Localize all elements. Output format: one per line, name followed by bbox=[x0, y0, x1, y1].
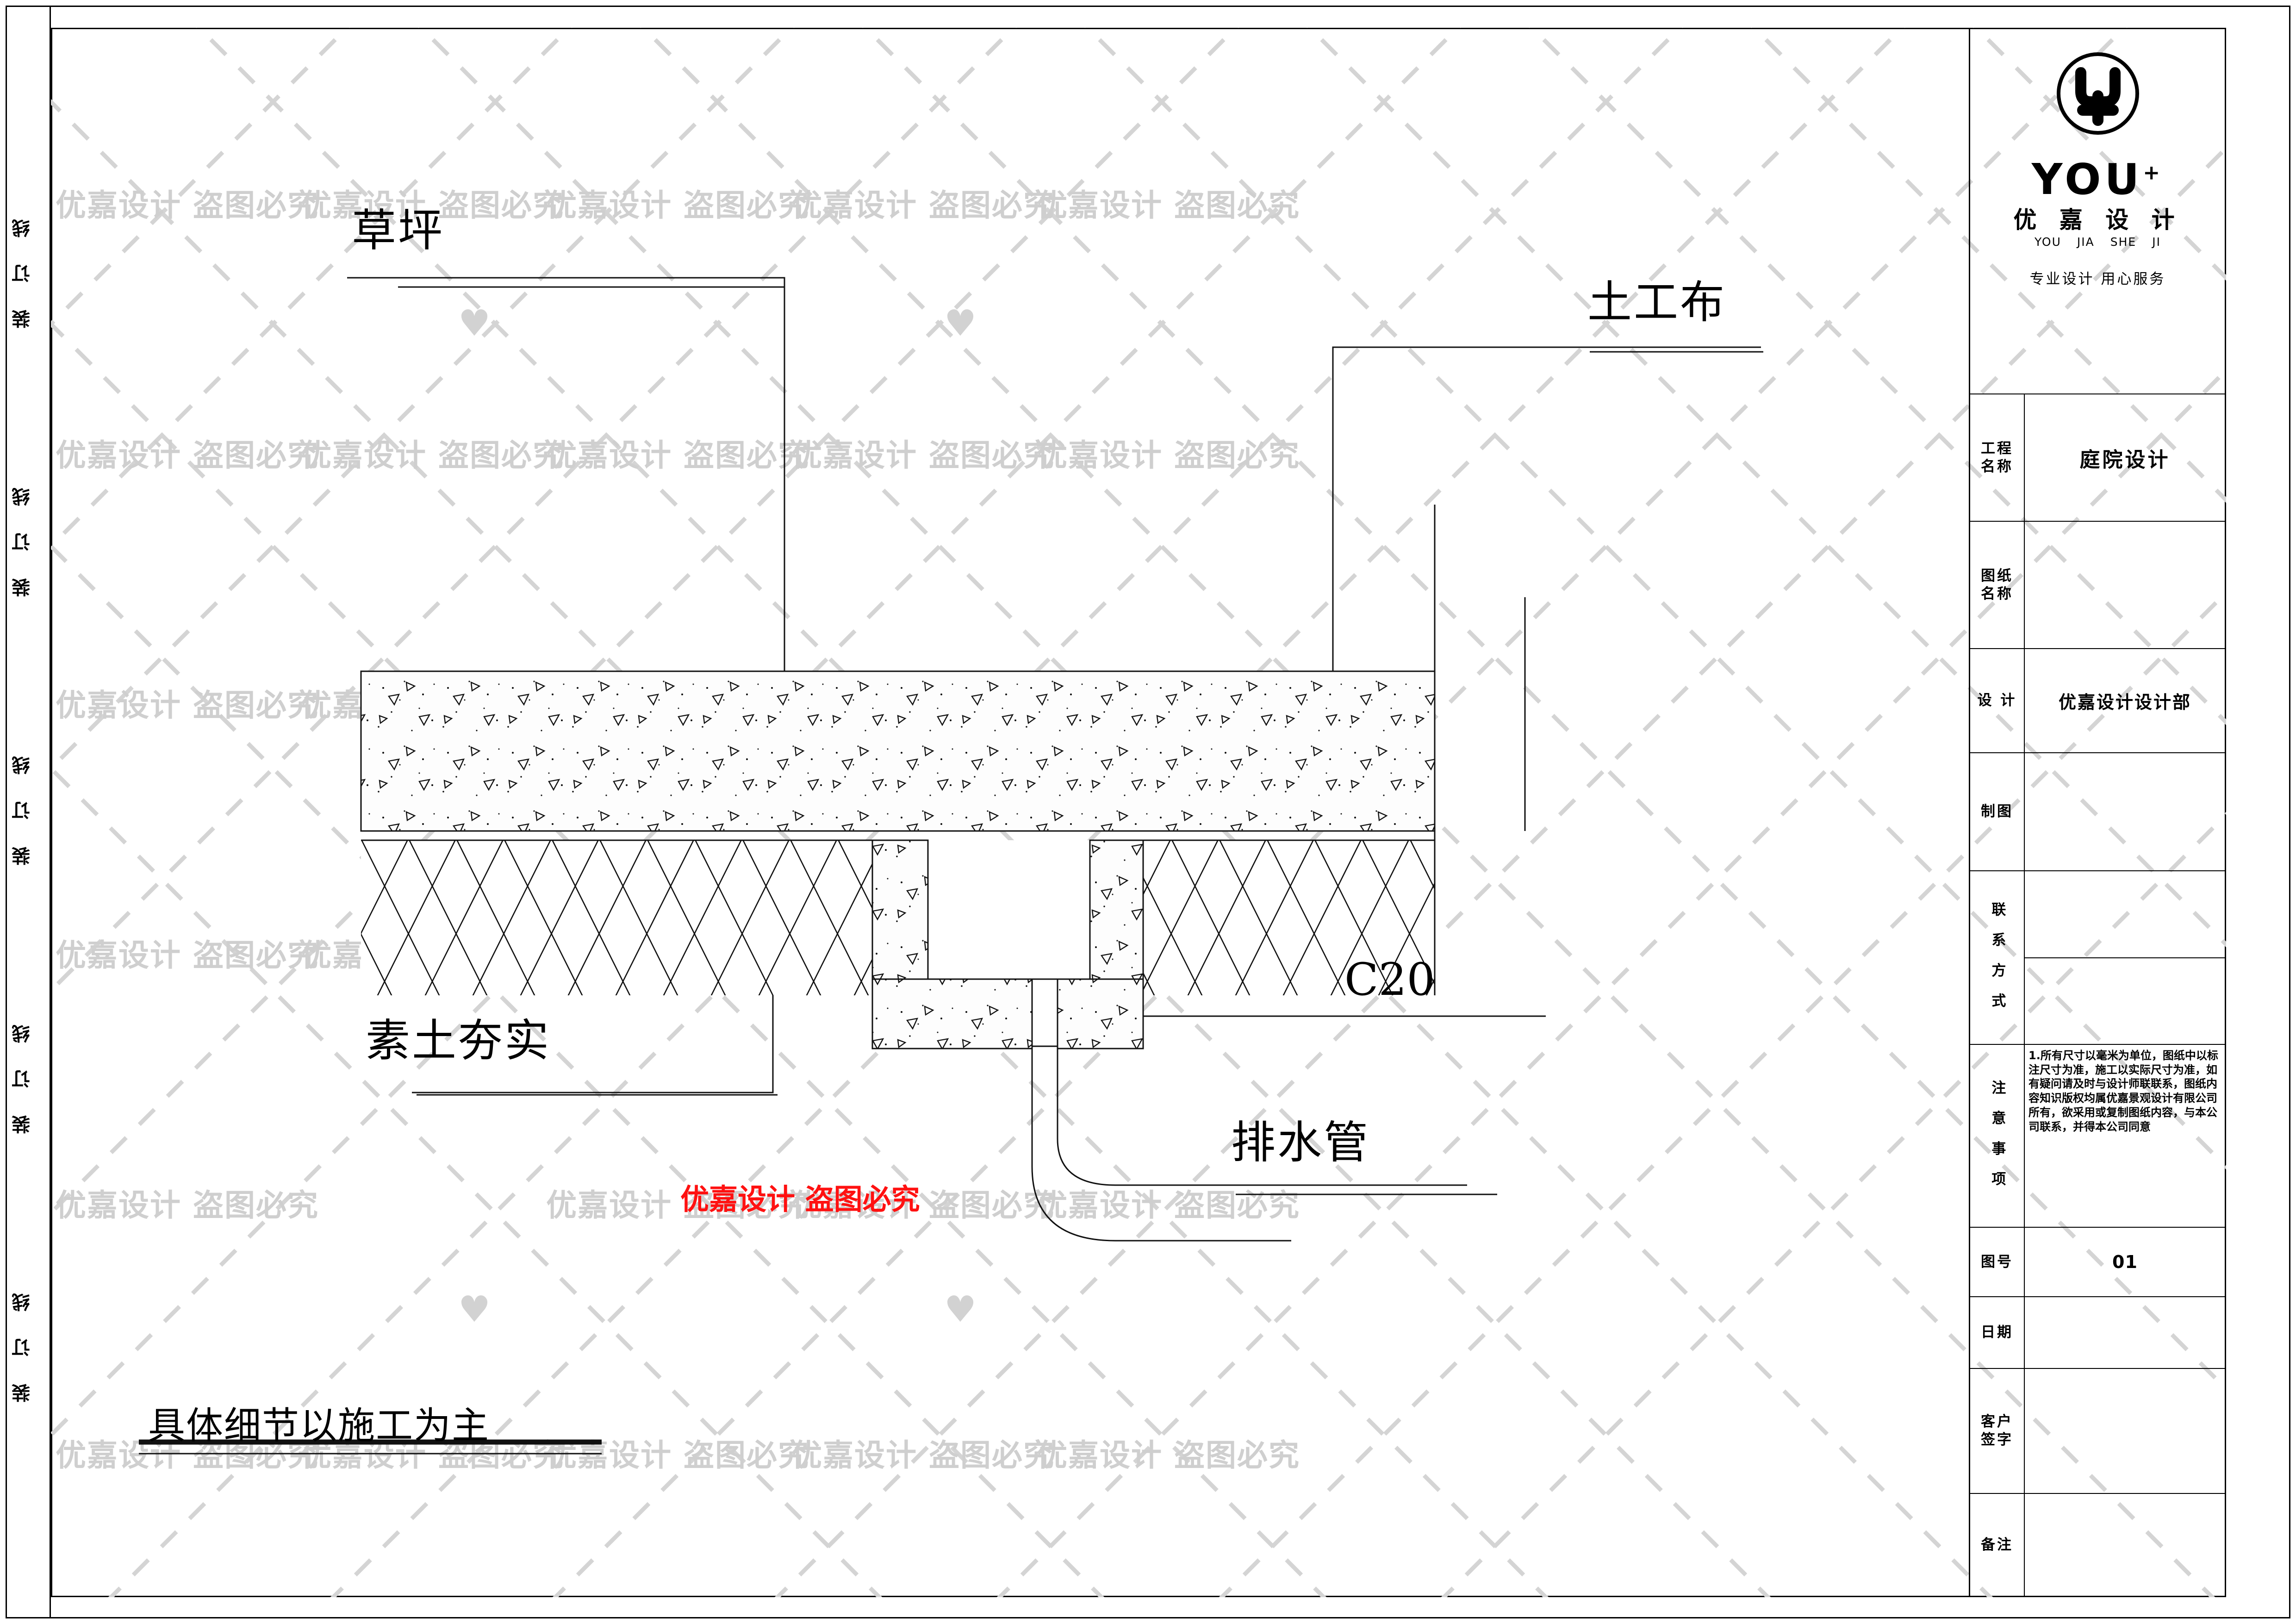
red-watermark: 优嘉设计 盗图必究 bbox=[680, 1182, 920, 1216]
drain-pipe-outer bbox=[1031, 1049, 1291, 1242]
row-value-contact-a[interactable] bbox=[2025, 871, 2225, 958]
binding-line-label-5: 装 订 线 bbox=[12, 1283, 33, 1402]
row-value-date[interactable] bbox=[2025, 1297, 2225, 1368]
row-value-client-signature[interactable] bbox=[2025, 1369, 2225, 1493]
compacted-soil-right bbox=[1143, 840, 1435, 995]
logo-wordmark: YOU+ bbox=[2032, 158, 2164, 201]
row-contact: 联 系 方 式 bbox=[1970, 871, 2225, 1045]
row-key-drafter: 制图 bbox=[1970, 753, 2025, 870]
row-remarks: 备注 bbox=[1970, 1494, 2225, 1596]
row-value-designer[interactable]: 优嘉设计设计部 bbox=[2058, 692, 2191, 712]
construction-note: 具体细节以施工为主 bbox=[148, 1404, 490, 1447]
row-key-drawing-number: 图号 bbox=[1970, 1228, 2025, 1296]
binding-line-label-2: 装 订 线 bbox=[12, 477, 33, 597]
label-geotextile: 土工布 bbox=[1587, 276, 1726, 328]
cad-geometry bbox=[139, 277, 1763, 1455]
row-key-remarks: 备注 bbox=[1970, 1494, 2025, 1596]
logo-plus-icon: + bbox=[2143, 161, 2164, 185]
row-value-project-name[interactable]: 庭院设计 bbox=[2079, 448, 2171, 472]
row-notes: 注 意 事 项 1.所有尺寸以毫米为单位，图纸中以标注尺寸为准，施工以实际尺寸为… bbox=[1970, 1045, 2225, 1228]
row-key-designer: 设 计 bbox=[1970, 649, 2025, 752]
trench-cavity bbox=[927, 840, 1091, 980]
label-compacted-soil: 素土夯实 bbox=[366, 1015, 551, 1067]
trench-floor-right bbox=[1057, 978, 1144, 1049]
concrete-slab bbox=[360, 670, 1436, 832]
logo-pinyin-1: YOU bbox=[2035, 235, 2061, 249]
row-key-date: 日期 bbox=[1970, 1297, 2025, 1368]
row-key-drawing-name: 图纸名称 bbox=[1970, 522, 2025, 648]
drain-pipe-inner bbox=[1057, 1049, 1291, 1186]
row-drafter: 制图 bbox=[1970, 753, 2225, 871]
binding-line-label-4: 装 订 线 bbox=[12, 1014, 33, 1134]
logo-slogan: 专业设计 用心服务 bbox=[2029, 271, 2166, 287]
row-value-contact-b[interactable] bbox=[2025, 958, 2225, 1044]
label-drain-pipe: 排水管 bbox=[1231, 1117, 1370, 1168]
leader-lawn bbox=[347, 277, 785, 676]
label-c20: C20 bbox=[1344, 954, 1435, 1006]
logo-circle-y-icon bbox=[2056, 52, 2139, 135]
row-value-drafter[interactable] bbox=[2025, 753, 2225, 870]
logo-pinyin-3: SHE bbox=[2110, 235, 2137, 249]
binding-strip bbox=[6, 6, 51, 1618]
row-client-signature: 客户签字 bbox=[1970, 1369, 2225, 1494]
row-drawing-number: 图号 01 bbox=[1970, 1228, 2225, 1297]
row-value-notes: 1.所有尺寸以毫米为单位，图纸中以标注尺寸为准，施工以实际尺寸为准，如有疑问请及… bbox=[2028, 1049, 2218, 1133]
row-key-contact: 联 系 方 式 bbox=[1970, 871, 2025, 1044]
row-key-project-name: 工程名称 bbox=[1970, 394, 2025, 521]
row-designer: 设 计 优嘉设计设计部 bbox=[1970, 649, 2225, 753]
row-project-name: 工程名称 庭院设计 bbox=[1970, 394, 2225, 522]
logo-pinyin: YOU JIA SHE JI bbox=[2035, 235, 2161, 249]
row-value-remarks[interactable] bbox=[2025, 1494, 2225, 1596]
logo-wordmark-text: YOU bbox=[2031, 155, 2143, 204]
binding-line-label-3: 装 订 线 bbox=[12, 746, 33, 865]
row-key-client-signature: 客户签字 bbox=[1970, 1369, 2025, 1493]
logo-chinese: 优 嘉 设 计 bbox=[2013, 206, 2182, 233]
row-date: 日期 bbox=[1970, 1297, 2225, 1369]
youplus-logo-icon bbox=[2045, 47, 2151, 156]
logo-pinyin-2: JIA bbox=[2077, 235, 2095, 249]
row-value-drawing-name[interactable] bbox=[2025, 522, 2225, 648]
row-key-notes: 注 意 事 项 bbox=[1970, 1045, 2025, 1227]
logo-cell: YOU+ 优 嘉 设 计 YOU JIA SHE JI 专业设计 用心服务 bbox=[1970, 29, 2225, 394]
logo-pinyin-4: JI bbox=[2152, 235, 2161, 249]
title-block: YOU+ 优 嘉 设 计 YOU JIA SHE JI 专业设计 用心服务 工程… bbox=[1969, 29, 2225, 1596]
paper-border bbox=[6, 6, 2290, 1618]
row-value-drawing-number[interactable]: 01 bbox=[2112, 1252, 2138, 1272]
label-lawn: 草坪 bbox=[352, 205, 444, 256]
trench-floor-left bbox=[871, 978, 1033, 1049]
row-drawing-name: 图纸名称 bbox=[1970, 522, 2225, 649]
binding-line-label-1: 装 订 线 bbox=[12, 209, 33, 328]
compacted-soil-left bbox=[361, 840, 872, 995]
leader-geotextile bbox=[1332, 346, 1761, 815]
